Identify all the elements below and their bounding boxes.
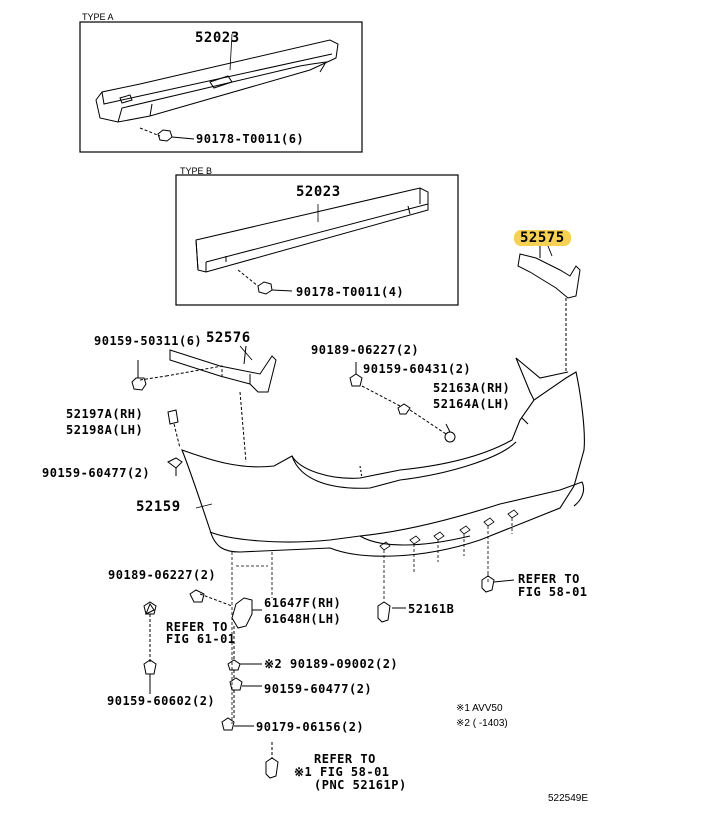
part-61647f[interactable]: 61647F(RH) [264,596,342,610]
refer-fig58-line2[interactable]: FIG 58-01 [518,585,588,599]
part-52197a[interactable]: 52197A(RH) [66,407,144,421]
bolt-refer-58-drawing [481,575,515,593]
lower-clip-90159-60602-drawing [143,659,157,694]
screw-90159-60431-drawing [361,385,447,435]
part-90159-60431[interactable]: 90159-60431(2) [363,362,472,376]
part-90159-60602[interactable]: 90159-60602(2) [107,694,216,708]
part-90189-09002[interactable]: ※2 90189-09002(2) [264,657,399,671]
type-a-part-nut[interactable]: 90178-T0011(6) [196,132,305,146]
part-52161b[interactable]: 52161B [408,602,455,616]
retainer-52576-drawing [139,345,277,463]
type-b-frame [175,174,459,306]
illustration-id: 522549E [548,793,589,804]
part-52575[interactable]: 52575 [514,230,571,246]
refer-fig61-line1[interactable]: REFER TO [166,620,228,634]
refer-pnc-line1[interactable]: REFER TO [314,752,376,766]
type-b-reinforcement-drawing [195,187,429,287]
type-b-nut-drawing [257,281,293,295]
note-2: ※2 ( -1403) [456,718,508,729]
bolt-90159-50311-drawing [131,360,147,391]
lower-bolts-drawing [221,626,279,779]
part-90189-06227-top[interactable]: 90189-06227(2) [311,343,420,357]
part-52163a[interactable]: 52163A(RH) [433,381,511,395]
part-52159[interactable]: 52159 [136,499,181,515]
clip-90189-06227-drawing [349,362,363,387]
part-52164a[interactable]: 52164A(LH) [433,397,511,411]
bracket-61647f-drawing [199,593,262,629]
part-52576[interactable]: 52576 [206,330,251,346]
type-a-title: TYPE A [82,12,114,22]
refer-fig61-line2[interactable]: FIG 61-01 [166,632,236,646]
part-61648h[interactable]: 61648H(LH) [264,612,342,626]
type-a-nut-drawing [157,129,195,142]
clip-52197a-drawing [167,409,183,476]
leader-lines [195,245,553,509]
retainer-52575-drawing [517,246,581,372]
type-b-part-nut[interactable]: 90178-T0011(4) [296,285,405,299]
type-a-reinforcement-drawing [95,33,339,137]
part-90159-60477-top[interactable]: 90159-60477(2) [42,466,151,480]
refer-pnc-line2[interactable]: ※1 FIG 58-01 [294,765,390,779]
part-90159-50311[interactable]: 90159-50311(6) [94,334,203,348]
part-90189-06227-bottom[interactable]: 90189-06227(2) [108,568,217,582]
refer-fig58-line1[interactable]: REFER TO [518,572,580,586]
nut-90189-06227-drawing [145,589,205,616]
bumper-cover-drawing [181,357,585,557]
type-b-title: TYPE B [180,166,213,176]
refer-pnc-line3[interactable]: (PNC 52161P) [314,778,407,792]
type-a-part-main[interactable]: 52023 [195,30,240,46]
note-1: ※1 AVV50 [456,703,503,714]
part-52198a[interactable]: 52198A(LH) [66,423,144,437]
bumper-clips-drawing [231,509,519,724]
clip-52163a-drawing [444,423,456,443]
part-90159-60477-bottom[interactable]: 90159-60477(2) [264,682,373,696]
lower-clip-90189-06227-drawing [143,601,157,662]
type-b-part-main[interactable]: 52023 [296,184,341,200]
bolt-52161b-drawing [377,601,406,623]
type-a-frame [79,21,363,153]
part-90179-06156[interactable]: 90179-06156(2) [256,720,365,734]
